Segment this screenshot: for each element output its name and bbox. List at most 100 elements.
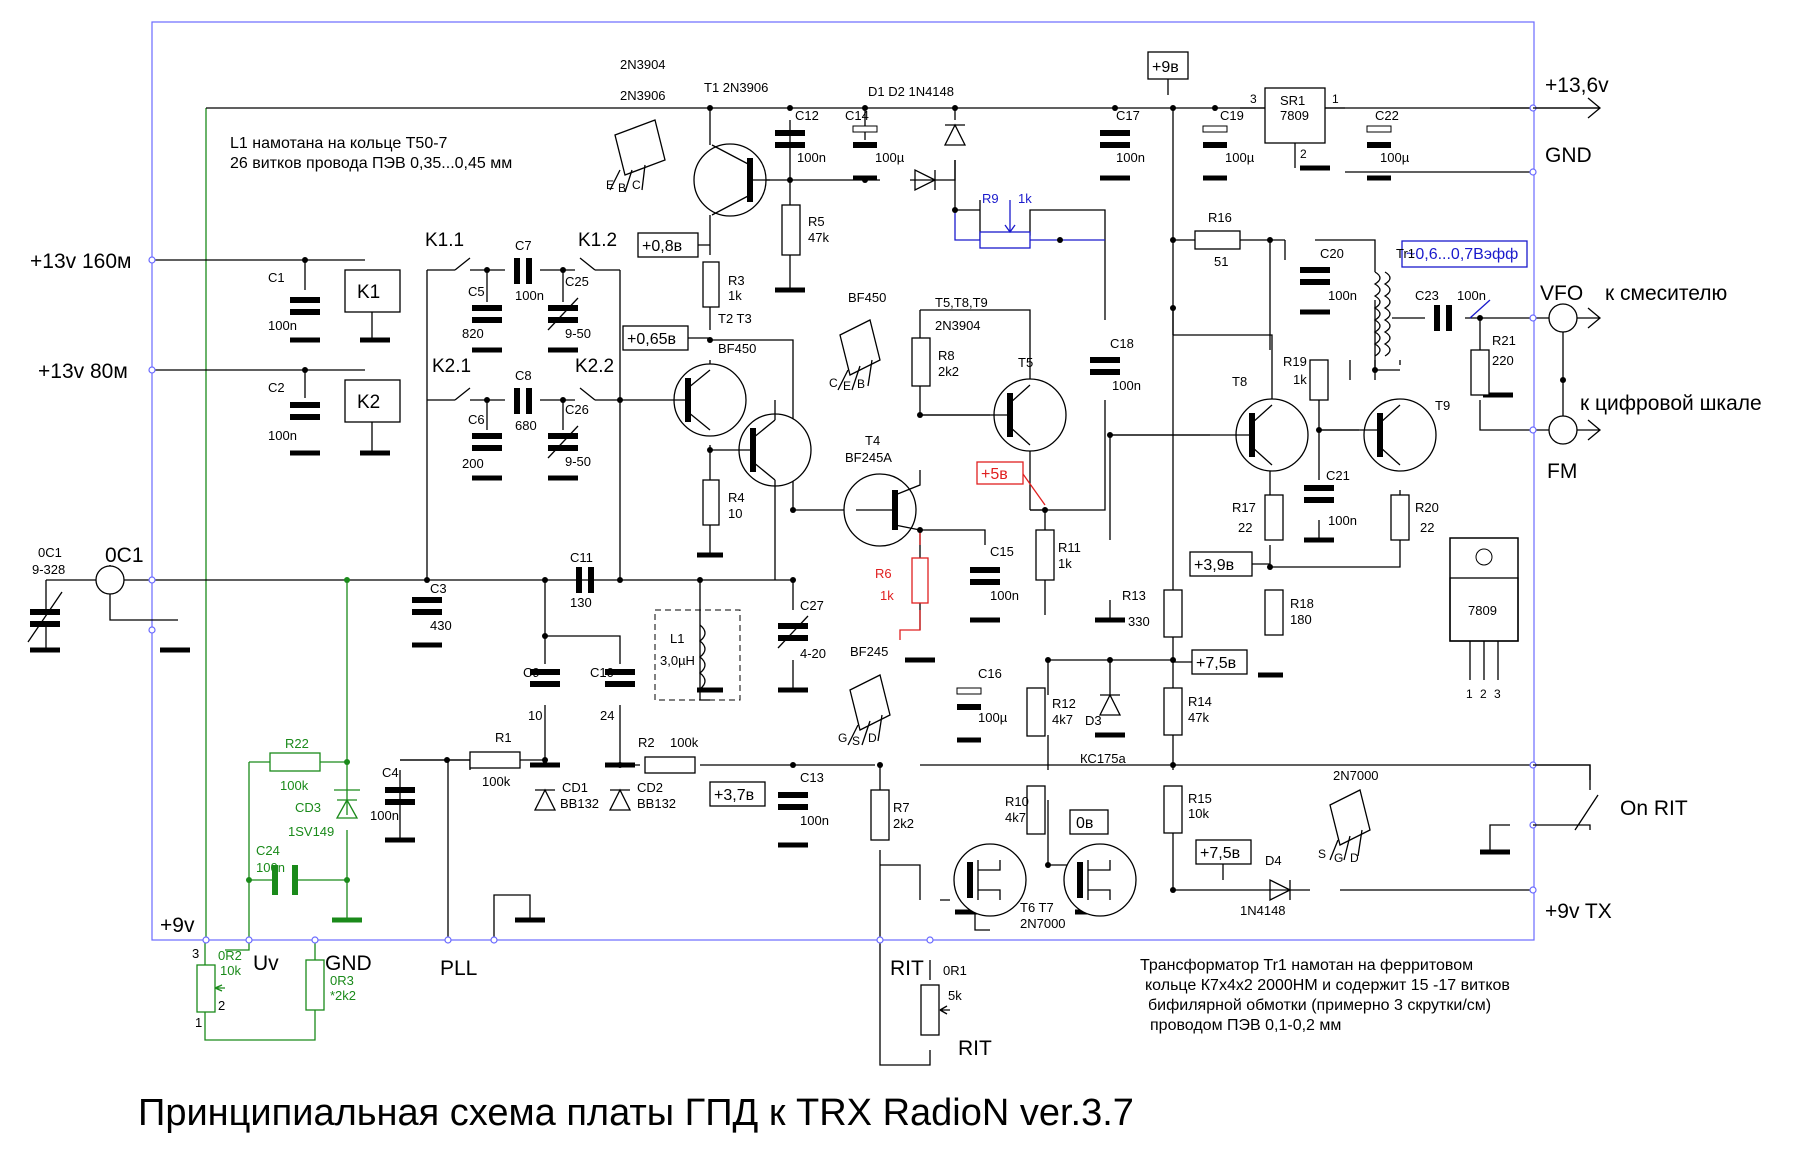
- voltage-9v-top: +9в: [1152, 59, 1179, 76]
- label-r7: R7: [893, 800, 910, 815]
- connector-on-rit: On RIT: [1620, 797, 1688, 820]
- pin-d-3: D: [868, 731, 877, 745]
- connector-rit: RIT: [890, 957, 924, 980]
- voltage-7-5v-a: +7,5в: [1196, 655, 1236, 672]
- pin-s-3: S: [852, 734, 860, 748]
- voltage-3-9v: +3,9в: [1194, 557, 1234, 574]
- value-c18: 100n: [1112, 378, 1141, 393]
- value-t6-t7: 2N7000: [1020, 916, 1066, 931]
- value-cd3: 1SV149: [288, 824, 334, 839]
- value-c19: 100µ: [1225, 150, 1255, 165]
- label-r17: R17: [1232, 500, 1256, 515]
- label-r11: R11: [1058, 540, 1081, 555]
- pin-e-2: E: [843, 379, 851, 393]
- label-c15: C15: [990, 544, 1014, 559]
- label-c11: C11: [570, 550, 593, 565]
- pin-d-4: D: [1350, 851, 1359, 865]
- pot-pin-1: 1: [195, 1015, 202, 1030]
- value-r7: 2k2: [893, 816, 914, 831]
- label-c23: C23: [1415, 288, 1439, 303]
- label-r18: R18: [1290, 596, 1314, 611]
- relay-k1-2: K1.2: [578, 230, 617, 251]
- connector-rit-2: RIT: [958, 1037, 992, 1060]
- value-d3: КС175а: [1080, 751, 1127, 766]
- value-r15: 10k: [1188, 806, 1209, 821]
- label-c9: C9: [523, 665, 540, 680]
- label-t1: T1 2N3906: [704, 80, 768, 95]
- trimmer-caps: [27, 297, 809, 650]
- value-c11: 130: [570, 595, 592, 610]
- voltage-3-7v: +3,7в: [714, 787, 754, 804]
- value-c13: 100n: [800, 813, 829, 828]
- label-c5: C5: [468, 284, 485, 299]
- value-or2: 10k: [220, 963, 241, 978]
- value-cd1: BB132: [560, 796, 599, 811]
- value-l1: 3,0µH: [660, 653, 695, 668]
- label-c13: C13: [800, 770, 824, 785]
- connector-13v-80: +13v 80м: [38, 360, 128, 383]
- package-label-bf245: BF245: [850, 644, 888, 659]
- connector-k-scale: к цифровой шкале: [1580, 392, 1762, 415]
- pin-1-reg: 1: [1466, 687, 1473, 701]
- value-c7: 100n: [515, 288, 544, 303]
- capacitor-plates: [290, 130, 1452, 810]
- label-r9: R9: [982, 191, 999, 206]
- page-title: Принципиальная схема платы ГПД к TRX Rad…: [138, 1092, 1134, 1134]
- value-d4: 1N4148: [1240, 903, 1286, 918]
- note-tr1-line2: кольце К7х4х2 2000НМ и содержит 15 -17 в…: [1145, 977, 1510, 994]
- relays: [344, 257, 596, 453]
- label-or1: 0R1: [943, 963, 967, 978]
- relay-k1-1: K1.1: [425, 230, 464, 251]
- value-c15: 100n: [990, 588, 1019, 603]
- label-r19: R19: [1283, 354, 1307, 369]
- label-r8: R8: [938, 348, 955, 363]
- package-label-2n7000: 2N7000: [1333, 768, 1379, 783]
- pin-c-1: C: [632, 178, 641, 192]
- package-label-7809: 7809: [1468, 603, 1497, 618]
- value-oc1: 9-328: [32, 562, 65, 577]
- label-c17: C17: [1116, 108, 1140, 123]
- board-pins: [148, 104, 1537, 944]
- relay-k2-1: K2.1: [432, 356, 471, 377]
- package-label-2n3906: 2N3906: [620, 88, 666, 103]
- regulator-sr1: [1240, 87, 1519, 680]
- diodes: [533, 123, 1292, 902]
- voltage-0-8v: +0,8в: [642, 238, 682, 255]
- label-or3: 0R3: [330, 973, 354, 988]
- value-c14: 100µ: [875, 150, 905, 165]
- value-c21: 100n: [1328, 513, 1357, 528]
- label-r21: R21: [1492, 333, 1516, 348]
- label-r22: R22: [285, 736, 309, 751]
- connector-uv: Uv: [253, 952, 279, 975]
- value-r17: 22: [1238, 520, 1252, 535]
- value-c3: 430: [430, 618, 452, 633]
- voltage-output: ~0,6...0,7Вэфф: [1406, 246, 1518, 263]
- note-l1-line1: L1 намотана на кольце T50-7: [230, 135, 448, 152]
- pin-2-reg: 2: [1480, 687, 1487, 701]
- value-r12: 4k7: [1052, 712, 1073, 727]
- label-r16: R16: [1208, 210, 1232, 225]
- label-r3: R3: [728, 273, 745, 288]
- label-c26: C26: [565, 402, 589, 417]
- label-t6-t7: T6 T7: [1020, 900, 1054, 915]
- value-r3: 1k: [728, 288, 742, 303]
- pin-b-2: B: [857, 377, 865, 391]
- value-or1: 5k: [948, 988, 962, 1003]
- value-r21: 220: [1492, 353, 1514, 368]
- connector-13v-160: +13v 160м: [30, 250, 131, 273]
- value-t5-t8-t9: 2N3904: [935, 318, 981, 333]
- green-circuit: [196, 577, 362, 1041]
- label-c24: C24: [256, 843, 280, 858]
- voltage-0v: 0в: [1076, 815, 1093, 832]
- value-c1: 100n: [268, 318, 297, 333]
- electrolytic-caps: [852, 125, 1392, 710]
- label-c4: C4: [382, 765, 399, 780]
- pin-c-2: C: [829, 376, 838, 390]
- label-c22: C22: [1375, 108, 1399, 123]
- resistors: [469, 204, 1490, 1036]
- connector-9v-tx: +9v TX: [1545, 900, 1612, 923]
- label-t5-t8-t9: T5,T8,T9: [935, 295, 988, 310]
- wires: [46, 107, 1600, 1066]
- value-r13: 330: [1128, 614, 1150, 629]
- r9-circuit: [954, 200, 1528, 319]
